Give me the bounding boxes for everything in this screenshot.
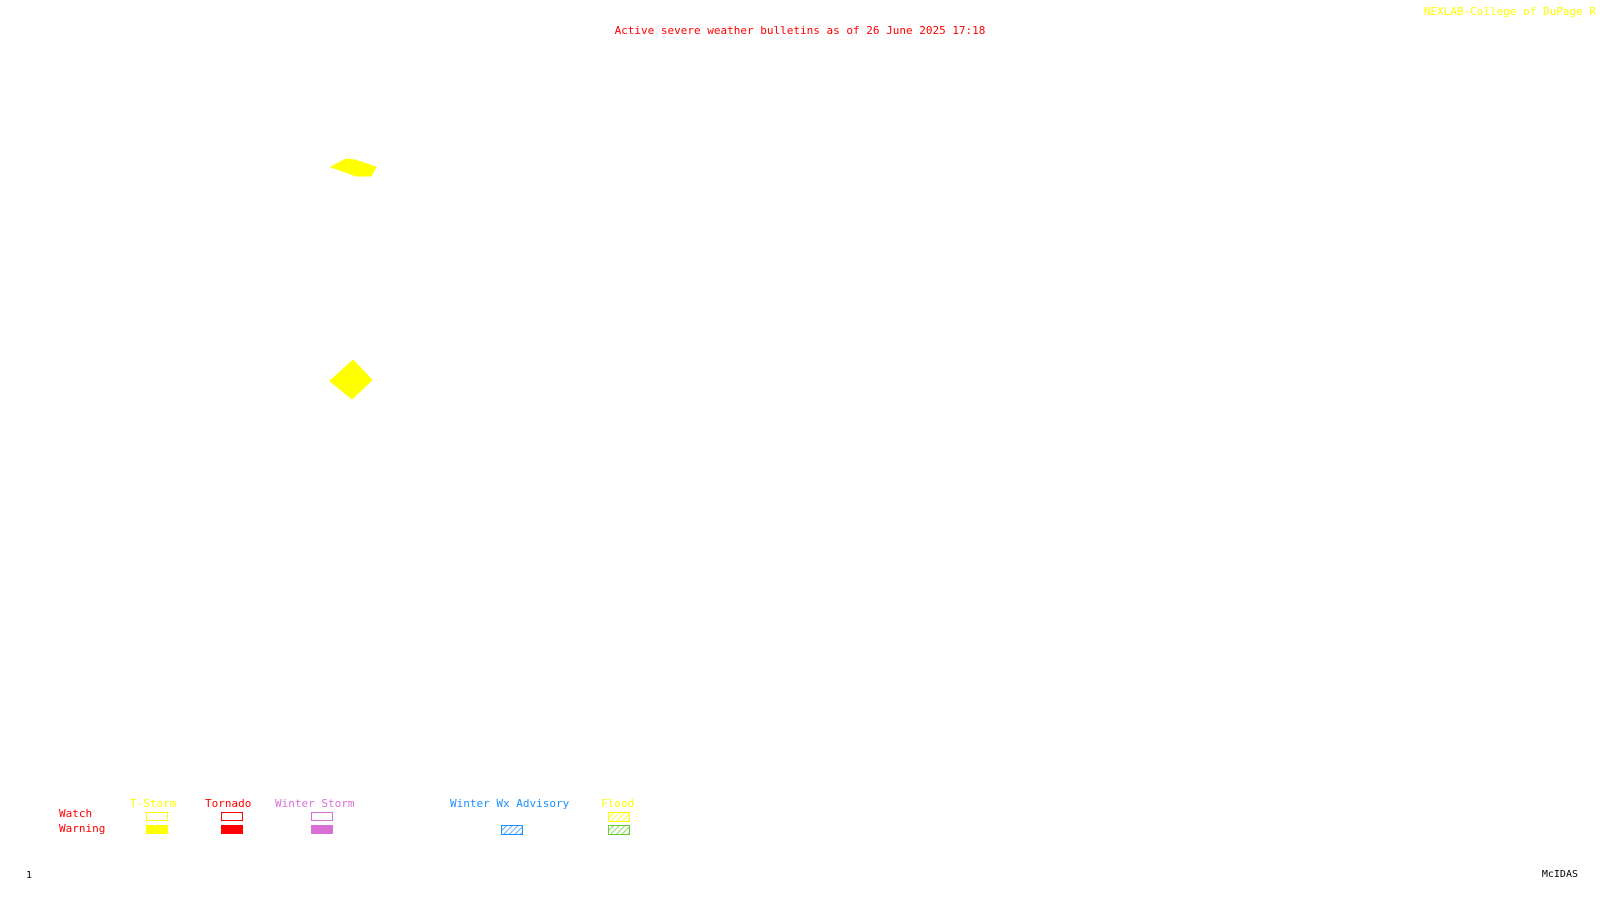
tstorm-warning-polygon-north[interactable] bbox=[329, 158, 377, 177]
legend-tstorm-warning-swatch bbox=[146, 825, 168, 834]
legend-flood-header: Flood bbox=[601, 797, 635, 810]
legend-tstorm-header: T-Storm bbox=[130, 797, 177, 810]
legend-winter-storm-header: Winter Storm bbox=[275, 797, 355, 810]
legend-warning-label: Warning bbox=[59, 822, 106, 835]
legend-winter-storm-warning-swatch bbox=[311, 825, 333, 834]
tstorm-warning-polygon-south[interactable] bbox=[329, 359, 373, 400]
legend-tornado-watch-swatch bbox=[221, 812, 243, 821]
credit-label: NEXLAB-College of DuPage R bbox=[1423, 5, 1596, 18]
legend-flood-warning-swatch bbox=[608, 825, 630, 835]
legend-flood-watch-swatch bbox=[608, 812, 630, 822]
legend-watch-label: Watch bbox=[59, 807, 93, 820]
map-title: Active severe weather bulletins as of 26… bbox=[614, 24, 986, 37]
legend-winter-storm-watch-swatch bbox=[311, 812, 333, 821]
legend-tstorm-watch-swatch bbox=[146, 812, 168, 821]
legend-winter-wx-advisory-header: Winter Wx Advisory bbox=[450, 797, 570, 810]
legend-tornado-header: Tornado bbox=[205, 797, 252, 810]
legend-tornado-warning-swatch bbox=[221, 825, 243, 834]
legend-winter-wx-advisory-warning-swatch bbox=[501, 825, 523, 835]
software-label: McIDAS bbox=[1541, 869, 1578, 880]
frame-number: 1 bbox=[26, 870, 33, 881]
